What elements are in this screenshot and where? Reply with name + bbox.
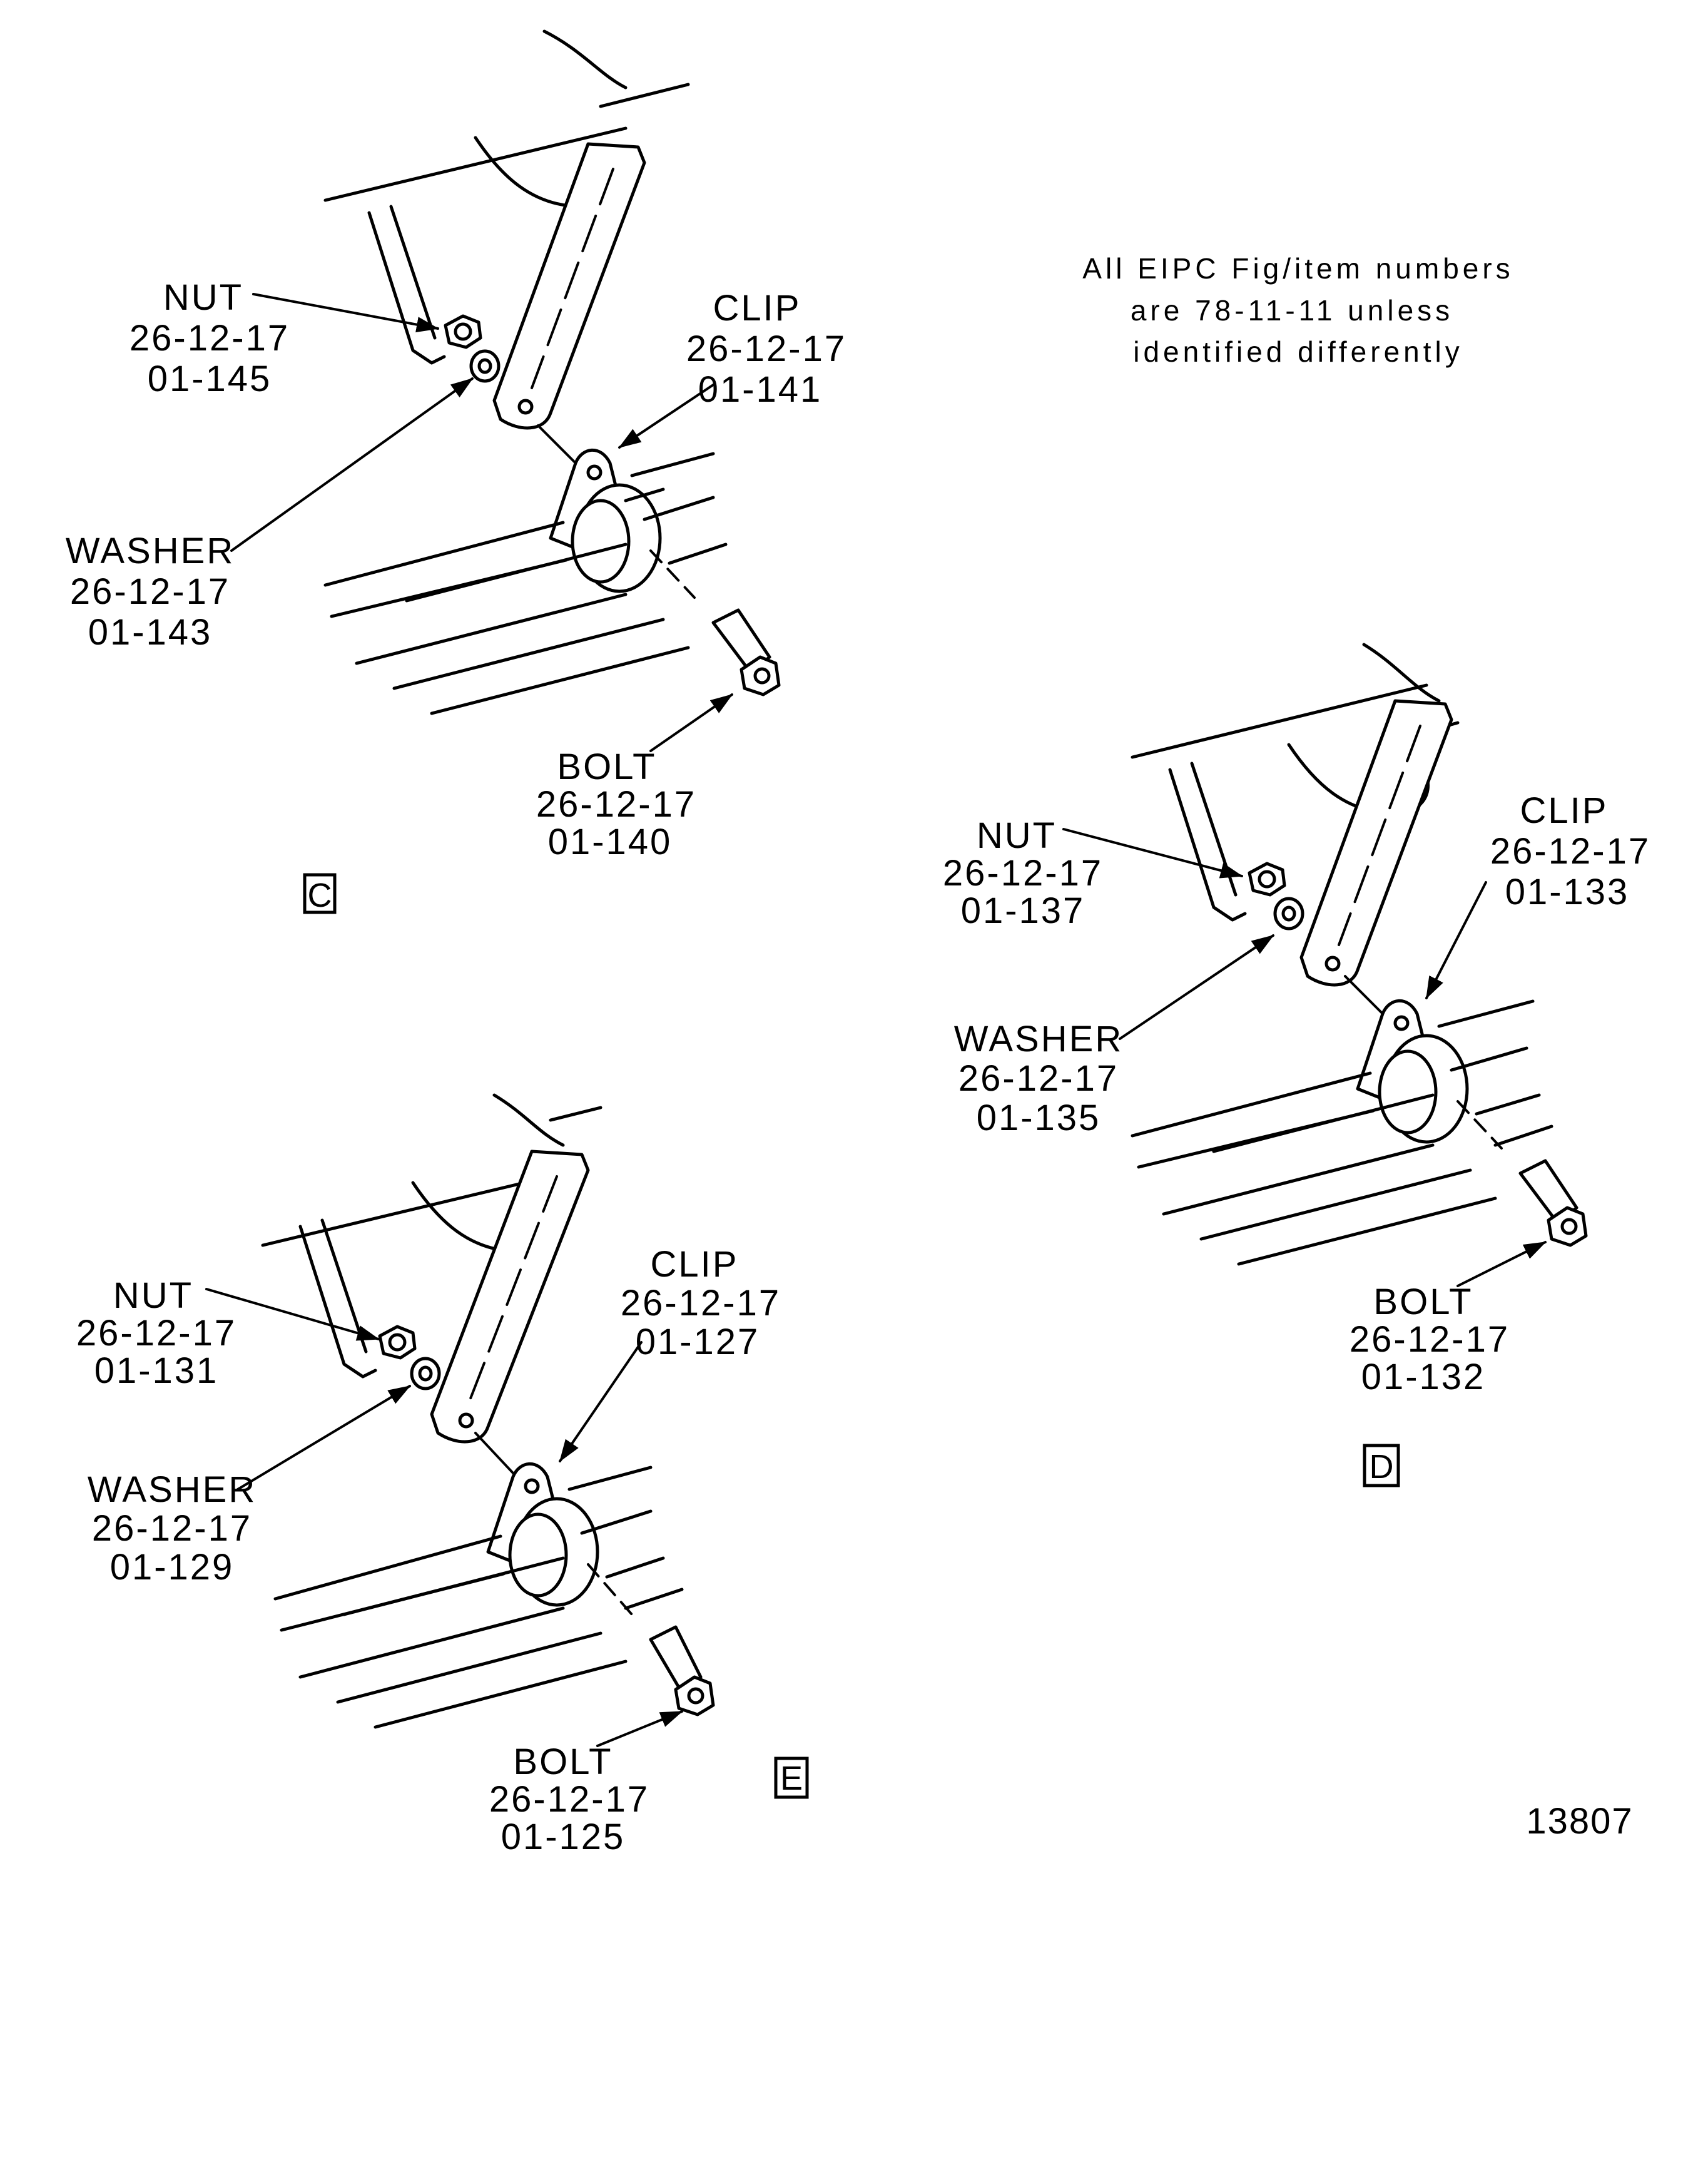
view-c-bolt-leader [649, 693, 733, 752]
view-e-nut-name: NUT [113, 1275, 193, 1316]
view-d-nut-name: NUT [977, 815, 1057, 856]
view-d-clip-callout: CLIP 26-12-17 01-133 [1425, 790, 1650, 999]
view-c-nut-leader [252, 293, 439, 333]
view-d-washer-ref: 26-12-17 [958, 1058, 1119, 1099]
view-e-bolt-leader [596, 1710, 683, 1747]
view-c: NUT 26-12-17 01-145 WASHER 26-12-17 01-1… [66, 29, 846, 914]
view-c-nut-ref: 26-12-17 [130, 318, 290, 359]
view-e-washer-leader [236, 1385, 411, 1491]
view-e-bolt-name: BOLT [513, 1741, 613, 1782]
view-c-washer-name: WASHER [66, 531, 235, 571]
view-c-clip-callout: CLIP 26-12-17 01-141 [618, 288, 846, 449]
view-e-letter-box: E [774, 1757, 809, 1799]
view-e-bolt-callout: BOLT 26-12-17 01-125 [489, 1710, 683, 1857]
view-c-clip-item: 01-141 [698, 369, 823, 410]
note-line-1: All EIPC Fig/item numbers [1082, 252, 1513, 285]
view-e-bolt-ref: 26-12-17 [489, 1779, 649, 1820]
view-d: NUT 26-12-17 01-137 WASHER 26-12-17 01-1… [943, 643, 1650, 1487]
note-line-2: are 78-11-11 unless [1131, 294, 1453, 327]
view-d-bolt-callout: BOLT 26-12-17 01-132 [1350, 1241, 1547, 1397]
view-c-washer-ref: 26-12-17 [70, 571, 230, 612]
view-e-hardware-drawing [261, 1093, 715, 1729]
view-e: NUT 26-12-17 01-131 WASHER 26-12-17 01-1… [76, 1093, 809, 1857]
view-c-bolt-callout: BOLT 26-12-17 01-140 [536, 693, 733, 862]
view-e-nut-callout: NUT 26-12-17 01-131 [76, 1275, 380, 1391]
general-note: All EIPC Fig/item numbers are 78-11-11 u… [1082, 252, 1513, 368]
view-e-washer-ref: 26-12-17 [92, 1508, 252, 1549]
view-c-letter: C [308, 877, 332, 914]
view-c-washer-item: 01-143 [88, 612, 213, 653]
view-d-washer-callout: WASHER 26-12-17 01-135 [954, 934, 1274, 1138]
view-d-bolt-leader [1456, 1241, 1547, 1287]
view-e-nut-leader [205, 1288, 380, 1341]
view-d-washer-name: WASHER [954, 1019, 1123, 1059]
view-e-letter: E [780, 1760, 803, 1797]
view-d-bolt-ref: 26-12-17 [1350, 1319, 1510, 1360]
view-d-washer-item: 01-135 [977, 1098, 1101, 1138]
view-d-nut-callout: NUT 26-12-17 01-137 [943, 815, 1243, 931]
view-e-bolt-item: 01-125 [501, 1817, 626, 1857]
view-d-clip-item: 01-133 [1505, 872, 1630, 912]
view-d-clip-name: CLIP [1520, 790, 1609, 831]
view-d-washer-leader [1119, 934, 1274, 1040]
view-c-washer-callout: WASHER 26-12-17 01-143 [66, 377, 474, 653]
view-c-clip-leader [618, 384, 714, 449]
view-d-hardware-drawing [1131, 643, 1588, 1266]
view-e-clip-item: 01-127 [636, 1322, 760, 1362]
view-d-nut-leader [1062, 828, 1243, 879]
view-c-washer-leader [230, 377, 474, 552]
view-e-clip-name: CLIP [651, 1244, 739, 1285]
view-d-nut-item: 01-137 [961, 890, 1085, 931]
view-d-bolt-name: BOLT [1373, 1282, 1473, 1322]
view-d-clip-leader [1425, 881, 1487, 999]
view-e-nut-ref: 26-12-17 [76, 1313, 236, 1354]
view-e-clip-leader [559, 1341, 643, 1462]
view-c-bolt-name: BOLT [557, 747, 656, 787]
view-d-clip-ref: 26-12-17 [1490, 831, 1650, 872]
view-e-clip-ref: 26-12-17 [621, 1283, 781, 1323]
view-c-nut-name: NUT [163, 277, 243, 318]
view-e-clip-callout: CLIP 26-12-17 01-127 [559, 1244, 781, 1462]
view-d-letter-box: D [1363, 1444, 1400, 1487]
view-c-nut-item: 01-145 [148, 359, 272, 399]
view-c-clip-ref: 26-12-17 [686, 329, 846, 369]
view-c-nut-callout: NUT 26-12-17 01-145 [130, 277, 439, 399]
view-c-bolt-item: 01-140 [548, 822, 673, 862]
view-c-bolt-ref: 26-12-17 [536, 784, 696, 825]
view-e-nut-item: 01-131 [94, 1350, 219, 1391]
view-c-clip-name: CLIP [713, 288, 801, 329]
view-e-washer-name: WASHER [88, 1469, 257, 1510]
view-d-nut-ref: 26-12-17 [943, 853, 1103, 894]
view-c-hardware-drawing [323, 29, 781, 715]
note-line-3: identified differently [1133, 335, 1463, 368]
view-e-washer-callout: WASHER 26-12-17 01-129 [88, 1385, 411, 1588]
view-c-letter-box: C [303, 873, 337, 914]
view-d-bolt-item: 01-132 [1361, 1357, 1486, 1397]
figure-number: 13807 [1526, 1801, 1633, 1842]
view-e-washer-item: 01-129 [110, 1547, 235, 1588]
view-d-letter: D [1370, 1448, 1394, 1486]
